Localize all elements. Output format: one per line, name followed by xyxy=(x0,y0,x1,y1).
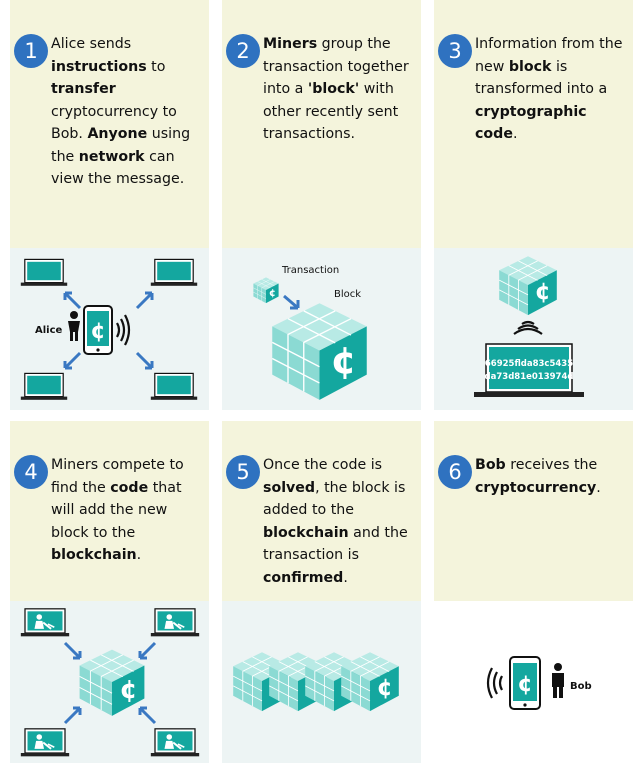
svg-text:¢: ¢ xyxy=(90,319,105,344)
description-segment: transfer xyxy=(51,81,116,97)
laptop-icon xyxy=(150,728,200,757)
cryptographic-code-diagram: 66925flda83c5435 da73d81e013974d xyxy=(474,255,584,397)
laptop-icon xyxy=(20,258,68,287)
block-cube-icon xyxy=(253,277,279,304)
laptop-icon xyxy=(20,608,70,637)
panel-6-text-area: 6 Bob receives the cryptocurrency. xyxy=(434,421,633,601)
panel-2-text-area: 2 Miners group the transaction together … xyxy=(222,0,421,248)
panel-4-text-area: 4 Miners compete to find the code that w… xyxy=(10,421,209,601)
step-number-5: 5 xyxy=(226,455,260,489)
step-description-1: Alice sends instructions to transfer cry… xyxy=(51,33,203,191)
description-segment: using the xyxy=(51,126,191,165)
transaction-label: Transaction xyxy=(281,265,339,276)
step-description-5: Once the code is solved, the block is ad… xyxy=(263,454,415,589)
description-segment: cryptocurrency xyxy=(475,479,597,496)
description-segment: cryptographic code xyxy=(475,103,587,143)
description-segment: Once the code is xyxy=(263,457,383,473)
description-segment: . xyxy=(343,569,348,586)
block-cube-icon xyxy=(498,255,558,316)
description-segment: Alice sends xyxy=(51,36,132,52)
description-segment: blockchain xyxy=(263,524,349,541)
panel-3-illustration: 66925flda83c5435 da73d81e013974d xyxy=(434,248,633,410)
step-description-3: Information from the new block is transf… xyxy=(475,33,627,146)
phone-icon: ¢ xyxy=(83,305,113,355)
description-segment: blockchain xyxy=(51,547,137,563)
description-segment: solved xyxy=(263,479,316,496)
description-segment: with other recently sent transactions. xyxy=(263,81,399,142)
description-segment: group the transaction together into a xyxy=(263,36,409,97)
description-segment: instructions xyxy=(51,58,147,75)
person-icon xyxy=(552,663,564,698)
step-number-6: 6 xyxy=(438,455,472,489)
bob-label: Bob xyxy=(570,681,592,692)
description-segment: , the block is added to the xyxy=(263,479,406,519)
arrow-icon xyxy=(63,291,154,370)
description-segment: and the transaction is xyxy=(263,524,408,564)
description-segment: code xyxy=(110,479,149,496)
block-label: Block xyxy=(334,289,361,300)
description-segment: receives the xyxy=(505,457,598,473)
panel-6-illustration: ¢ Bob xyxy=(434,601,633,763)
laptop-icon xyxy=(150,372,198,401)
code-line-1: 66925flda83c5435 xyxy=(485,359,573,369)
signal-waves-icon xyxy=(486,667,503,699)
alice-label: Alice xyxy=(35,325,63,336)
panel-5-text-area: 5 Once the code is solved, the block is … xyxy=(222,421,421,601)
arrow-icon xyxy=(63,641,157,725)
description-segment: 'block' xyxy=(307,81,360,97)
description-segment: . xyxy=(136,547,142,563)
code-line-2: da73d81e013974d xyxy=(485,372,574,382)
description-segment: cryptocurrency to Bob. xyxy=(51,103,177,143)
description-segment: confirmed xyxy=(263,569,344,586)
panel-2-illustration: Transaction Block xyxy=(222,248,421,410)
alice-network-diagram: Alice ¢ xyxy=(20,258,198,401)
description-segment: network xyxy=(78,148,145,165)
description-segment: Information from the new xyxy=(475,36,623,75)
signal-waves-icon xyxy=(116,314,131,346)
miners-compete-diagram xyxy=(20,608,200,757)
arrow-icon xyxy=(283,294,300,310)
description-segment: Anyone xyxy=(87,126,148,142)
description-segment: . xyxy=(596,479,601,496)
step-description-2: Miners group the transaction together in… xyxy=(263,33,415,146)
step-description-6: Bob receives the cryptocurrency. xyxy=(475,454,627,499)
blockchain-diagram xyxy=(232,651,400,712)
laptop-icon xyxy=(20,728,70,757)
step-description-4: Miners compete to find the code that wil… xyxy=(51,454,203,567)
step-number-3: 3 xyxy=(438,34,472,68)
person-icon xyxy=(68,311,80,341)
panel-3-text-area: 3 Information from the new block is tran… xyxy=(434,0,633,248)
block-cube-icon xyxy=(271,302,368,401)
block-grouping-diagram: Transaction Block xyxy=(253,265,368,401)
description-segment: Miners xyxy=(263,36,318,52)
step-number-4: 4 xyxy=(14,455,48,489)
description-segment: can view the message. xyxy=(51,148,185,188)
svg-text:¢: ¢ xyxy=(517,672,532,697)
panel-4-illustration xyxy=(10,601,209,763)
phone-icon: ¢ xyxy=(509,656,541,710)
laptop-icon xyxy=(150,258,198,287)
panel-5-illustration xyxy=(222,601,421,763)
step-number-1: 1 xyxy=(14,34,48,68)
signal-waves-icon xyxy=(513,320,543,335)
laptop-icon xyxy=(474,343,584,397)
bob-receives-diagram: ¢ Bob xyxy=(486,656,592,710)
description-segment: block xyxy=(508,58,552,75)
description-segment: Miners compete to find the xyxy=(51,457,184,496)
description-segment: that will add the new block to the xyxy=(51,479,182,541)
block-cube-icon xyxy=(79,649,145,717)
step-number-2: 2 xyxy=(226,34,260,68)
panel-1-illustration: Alice ¢ xyxy=(10,248,209,410)
laptop-icon xyxy=(150,608,200,637)
panel-1-text-area: 1 Alice sends instructions to transfer c… xyxy=(10,0,209,248)
laptop-icon xyxy=(20,372,68,401)
description-segment: to xyxy=(146,58,166,75)
description-segment: is transformed into a xyxy=(475,58,608,98)
description-segment: . xyxy=(512,126,518,142)
description-segment: Bob xyxy=(475,457,506,473)
